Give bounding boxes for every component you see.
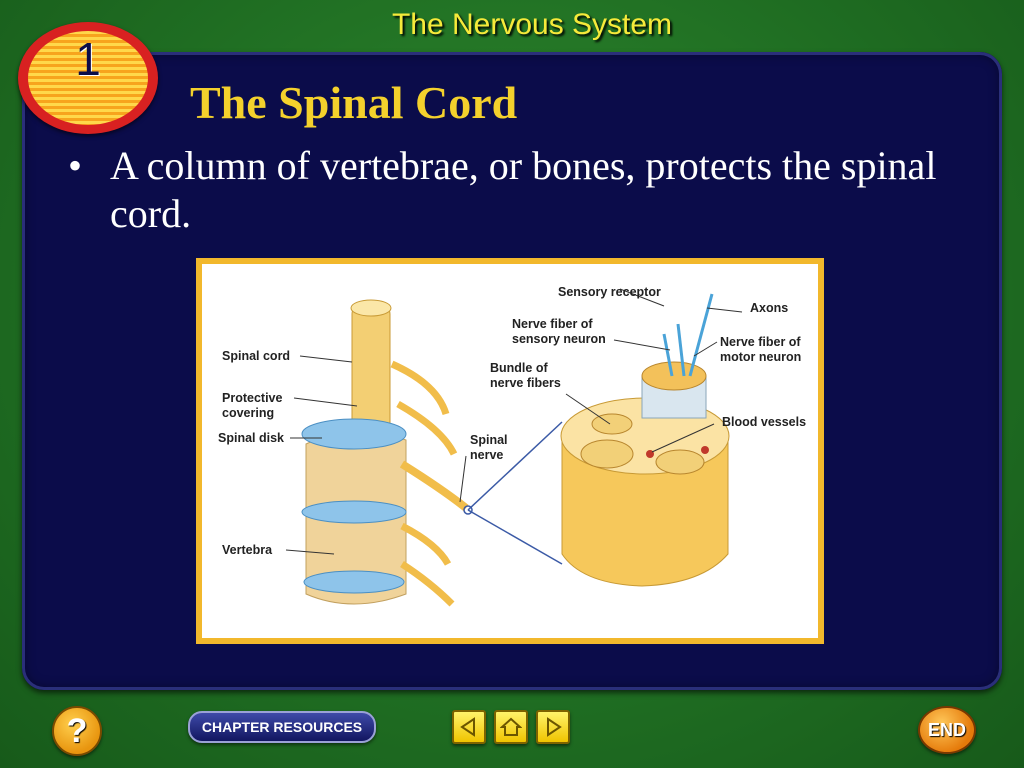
label-spinal-cord: Spinal cord (222, 349, 290, 363)
spinal-cord-diagram: Sensory receptor Axons Nerve fiber of se… (218, 285, 806, 607)
presentation-header: The Nervous System (391, 8, 673, 41)
label-vertebra: Vertebra (222, 543, 273, 557)
label-axons: Axons (750, 301, 788, 315)
label-protective-line1: Protective (222, 391, 282, 405)
previous-slide-button[interactable] (452, 710, 486, 744)
section-number: 1 (75, 33, 101, 85)
arrow-left-icon (460, 717, 475, 737)
label-spinal-nerve-line2: nerve (470, 448, 503, 462)
label-sensory-receptor: Sensory receptor (558, 285, 661, 299)
spinal-cord-figure-frame: Sensory receptor Axons Nerve fiber of se… (196, 258, 824, 644)
bullet-text: A column of vertebrae, or bones, protect… (110, 143, 937, 236)
label-nerve-fiber-sensory-line2: sensory neuron (512, 332, 606, 346)
bullet-marker: • (68, 143, 83, 188)
badge-striped-disc (28, 31, 148, 125)
section-badge: 1 (18, 22, 158, 134)
chapter-resources-button[interactable]: CHAPTER RESOURCES (188, 711, 376, 743)
spinal-cord-illustration: Sensory receptor Axons Nerve fiber of se… (202, 264, 818, 638)
vertebral-column-drawing (301, 299, 469, 607)
home-button[interactable] (494, 710, 528, 744)
label-spinal-nerve-line1: Spinal (470, 433, 508, 447)
label-bundle-line1: Bundle of (490, 361, 548, 375)
label-protective-line2: covering (222, 406, 274, 420)
label-nerve-fiber-sensory-line1: Nerve fiber of (512, 317, 593, 331)
label-nerve-fiber-motor-line1: Nerve fiber of (720, 335, 801, 349)
help-button[interactable]: ? (52, 706, 102, 756)
slide-title: The Spinal Cord (190, 77, 518, 128)
end-button[interactable]: END (918, 706, 976, 754)
nerve-cross-section-drawing (463, 293, 730, 587)
home-icon (500, 717, 522, 736)
label-spinal-disk: Spinal disk (218, 431, 284, 445)
next-slide-button[interactable] (536, 710, 570, 744)
label-nerve-fiber-motor-line2: motor neuron (720, 350, 801, 364)
label-blood-vessels: Blood vessels (722, 415, 806, 429)
label-bundle-line2: nerve fibers (490, 376, 561, 390)
arrow-right-icon (547, 717, 562, 737)
